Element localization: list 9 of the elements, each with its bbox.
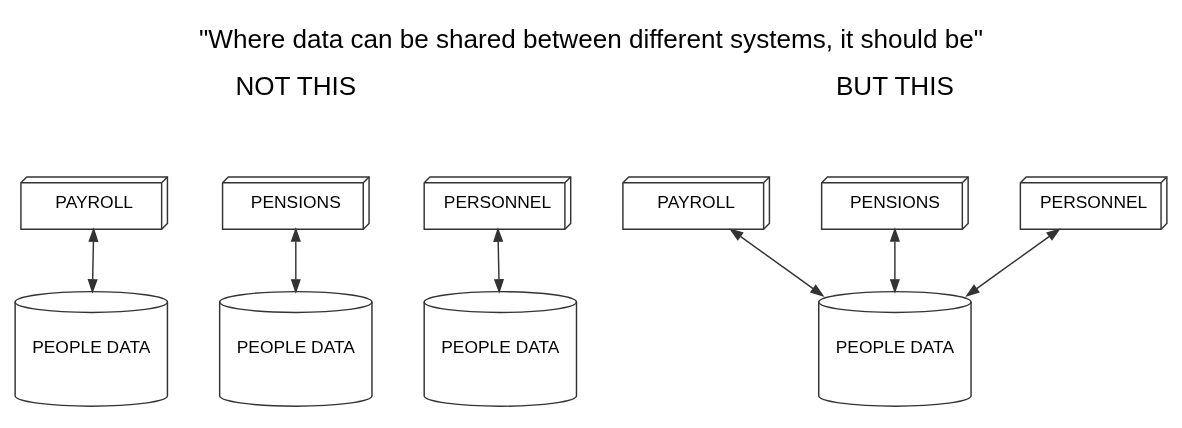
diagram-title: "Where data can be shared between different systems, it should be" <box>199 24 983 55</box>
label: NOT THIS <box>235 70 357 101</box>
label: BUT THIS <box>835 70 954 101</box>
arrow <box>493 227 505 294</box>
arrow <box>729 228 825 297</box>
arrow <box>87 227 99 294</box>
arrow <box>889 227 900 294</box>
arrow <box>290 227 301 294</box>
arrow <box>965 228 1061 297</box>
